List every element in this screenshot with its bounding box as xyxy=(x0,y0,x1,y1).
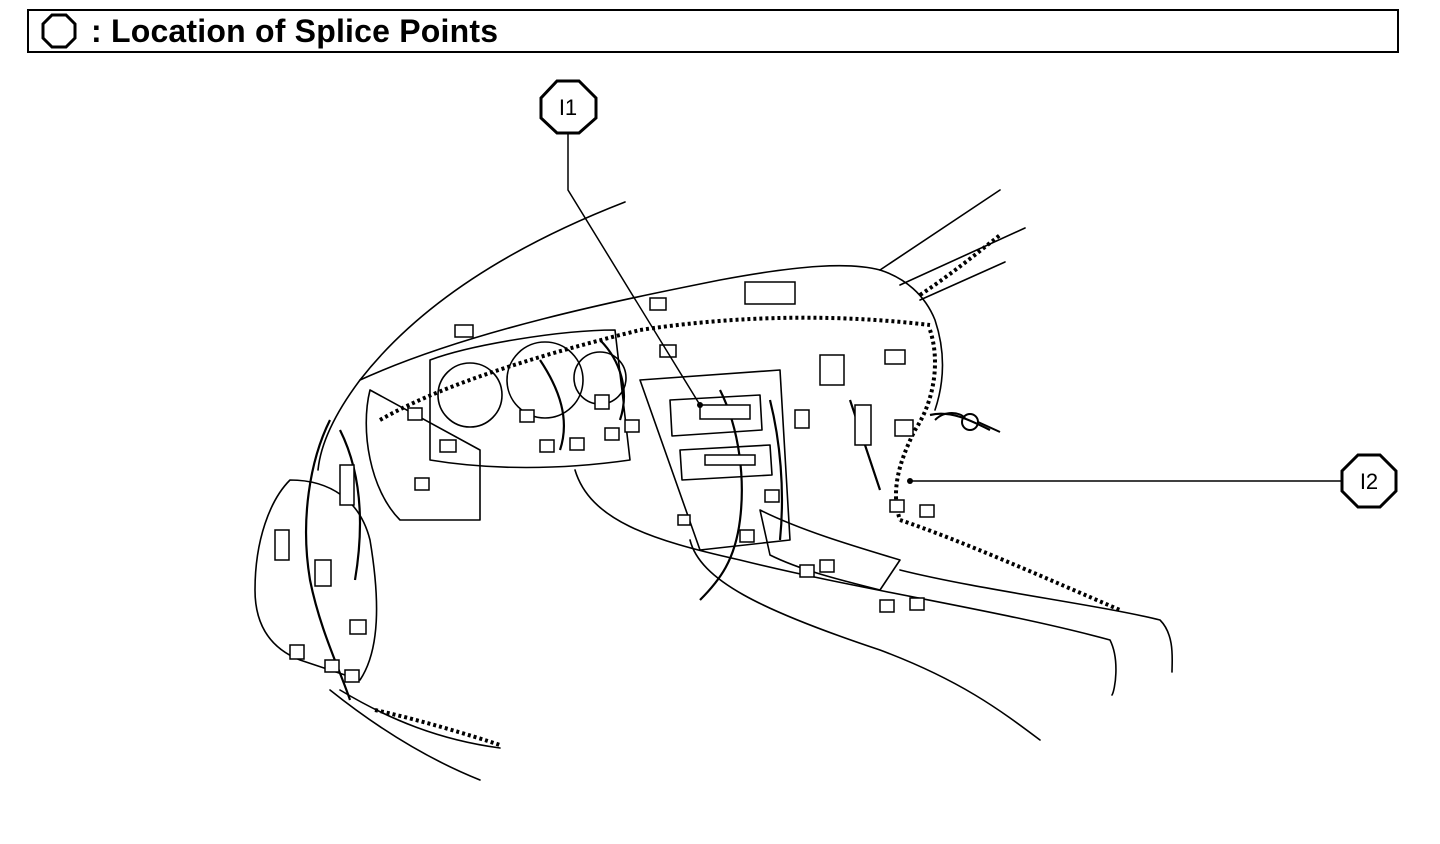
ground-bolt xyxy=(934,412,1001,433)
splice-point-i2 xyxy=(907,478,913,484)
splice-point-i1 xyxy=(697,402,703,408)
octagon-icon xyxy=(41,13,77,49)
callout-i2-label: I2 xyxy=(1360,469,1378,494)
wire-bundles xyxy=(305,339,991,701)
wire-harness xyxy=(374,233,1121,747)
callout-i1[interactable]: I1 xyxy=(539,79,598,135)
dashboard-outline xyxy=(254,189,1174,781)
legend-title: : Location of Splice Points xyxy=(91,12,499,49)
callout-i1-label: I1 xyxy=(559,95,577,120)
leader-lines xyxy=(567,133,1342,482)
callout-i2[interactable]: I2 xyxy=(1340,453,1398,509)
connectors xyxy=(274,281,935,683)
splice-markers xyxy=(697,402,913,484)
legend-header: : Location of Splice Points xyxy=(27,9,1399,53)
